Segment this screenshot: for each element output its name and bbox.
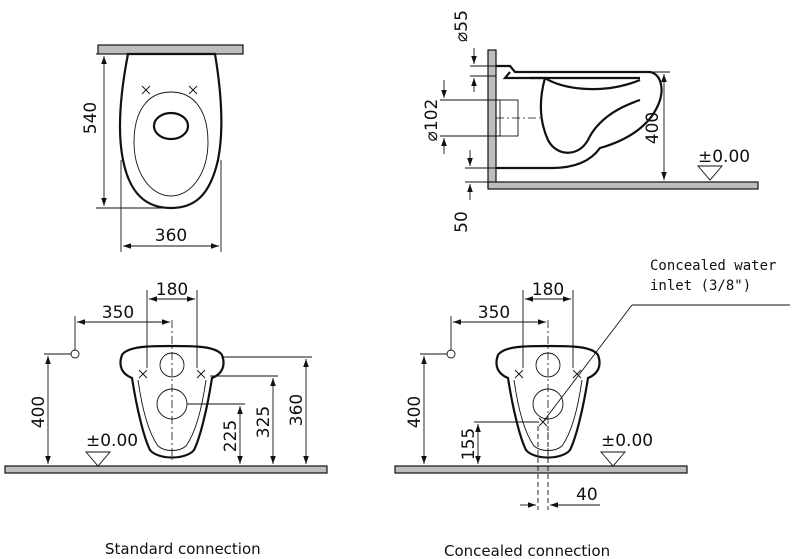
concealed-fixing-left xyxy=(514,369,524,379)
standard-caption: Standard connection xyxy=(105,540,261,558)
fixing-hole-left xyxy=(141,85,151,95)
fixing-hole-right xyxy=(188,85,198,95)
dim-text-400-std: 400 xyxy=(29,396,49,428)
standard-bowl-outline xyxy=(119,344,225,459)
dim-text-325: 325 xyxy=(254,406,274,438)
dim-text-155: 155 xyxy=(459,428,479,460)
dim-text-360: 360 xyxy=(287,394,307,426)
concealed-fixing-right xyxy=(572,369,582,379)
level-text-side: ±0.00 xyxy=(698,147,750,167)
dim-text-350-con: 350 xyxy=(478,303,510,323)
dim-text-225: 225 xyxy=(221,420,241,452)
concealed-connection-view: Concealed water inlet (3/8") 180 350 400… xyxy=(394,258,790,559)
level-marker-std xyxy=(85,451,111,467)
concealed-floor xyxy=(394,465,688,474)
concealed-bowl-outline xyxy=(495,344,601,459)
dim-text-540: 540 xyxy=(81,102,101,134)
side-view-floor xyxy=(487,181,759,190)
level-text-con: ±0.00 xyxy=(601,431,653,451)
level-marker-con xyxy=(600,451,626,467)
standard-fixing-left xyxy=(138,369,148,379)
concealed-caption: Concealed connection xyxy=(444,542,610,559)
side-view-trap xyxy=(530,76,641,154)
top-view-wall xyxy=(97,44,244,55)
top-view: 540 360 xyxy=(81,44,244,252)
side-view: ⌀55 ⌀102 50 400 ±0.00 xyxy=(422,10,759,233)
dim-text-50: 50 xyxy=(452,211,472,233)
dim-text-350-std: 350 xyxy=(102,303,134,323)
top-view-outlet xyxy=(152,111,190,141)
dim-text-360-top: 360 xyxy=(155,226,187,246)
dim-text-40: 40 xyxy=(576,485,598,505)
top-view-rim-inner xyxy=(133,91,209,197)
standard-connection-view: 180 350 400 ±0.00 225 325 360 Standard c… xyxy=(4,280,328,558)
side-view-wall xyxy=(487,49,497,187)
standard-floor xyxy=(4,465,328,474)
side-view-rim xyxy=(502,71,640,80)
standard-fixing-right xyxy=(196,369,206,379)
dim-text-400-con: 400 xyxy=(405,396,425,428)
note-line-2: inlet (3/8") xyxy=(650,278,751,294)
dim-text-180-con: 180 xyxy=(532,280,564,300)
dim-text-102: ⌀102 xyxy=(422,99,442,142)
level-marker-side xyxy=(697,165,723,181)
dim-text-400-side: 400 xyxy=(643,112,663,144)
level-text-std: ±0.00 xyxy=(86,431,138,451)
note-leader xyxy=(542,304,633,423)
concealed-water-inlet-left xyxy=(446,349,456,359)
dim-text-55: ⌀55 xyxy=(452,10,472,42)
side-view-bowl-outline xyxy=(496,64,663,170)
top-view-bowl-outline xyxy=(118,52,223,210)
note-line-1: Concealed water xyxy=(650,258,776,274)
standard-water-inlet xyxy=(70,349,80,359)
dim-text-180-std: 180 xyxy=(156,280,188,300)
